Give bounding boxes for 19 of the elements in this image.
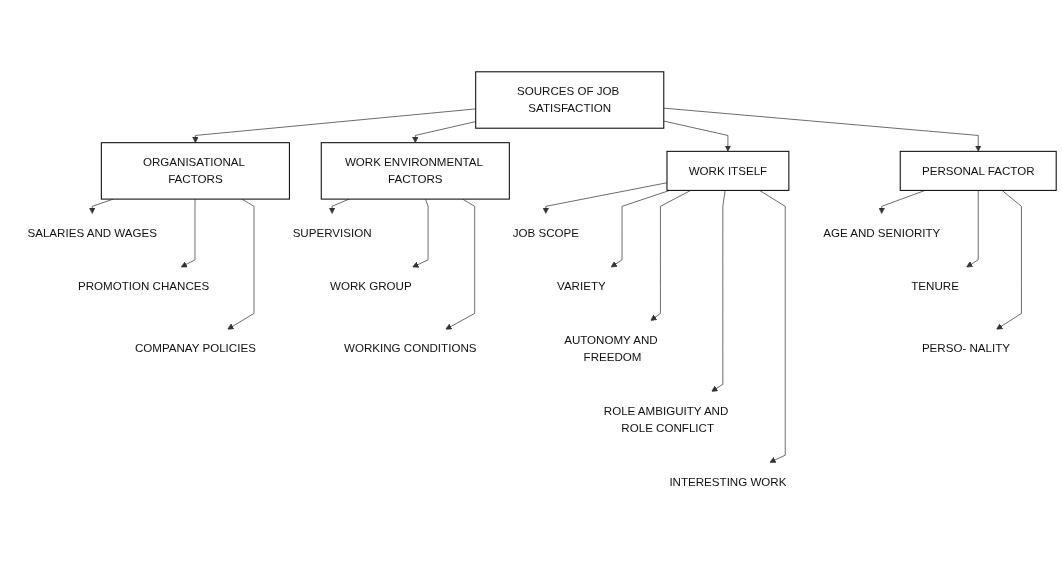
node-text: PERSO- NALITY	[921, 342, 1010, 355]
node-text: AGE AND SENIORITY	[823, 226, 941, 240]
node-text: SUPERVISION	[292, 226, 372, 240]
node-text: AUTONOMY AND FREEDOM	[564, 334, 658, 364]
node-box: PERSONAL FACTOR	[899, 151, 1057, 192]
node-text: VARIETY	[557, 280, 606, 293]
node-text: JOB SCOPE	[512, 226, 579, 240]
node-text: INTERESTING WORK	[669, 475, 787, 489]
node-text: WORK GROUP	[329, 280, 412, 293]
node-text: SALARIES AND WAGES	[27, 226, 157, 240]
node-text: TENURE	[911, 280, 959, 293]
node-box: WORK ENVIRONMENTAL FACTORS	[320, 142, 510, 200]
node-text: ROLE AMBIGUITY AND ROLE CONFLICT	[603, 404, 729, 435]
node-text: WORKING CONDITIONS	[344, 342, 477, 355]
node-text: PROMOTION CHANCES	[78, 280, 210, 293]
node-text: COMPANAY POLICIES	[134, 342, 256, 355]
node-box: ORGANISATIONAL FACTORS	[100, 142, 290, 200]
node-box: WORK ITSELF	[666, 151, 790, 192]
node-box: SOURCES OF JOB SATISFACTION	[475, 71, 665, 130]
